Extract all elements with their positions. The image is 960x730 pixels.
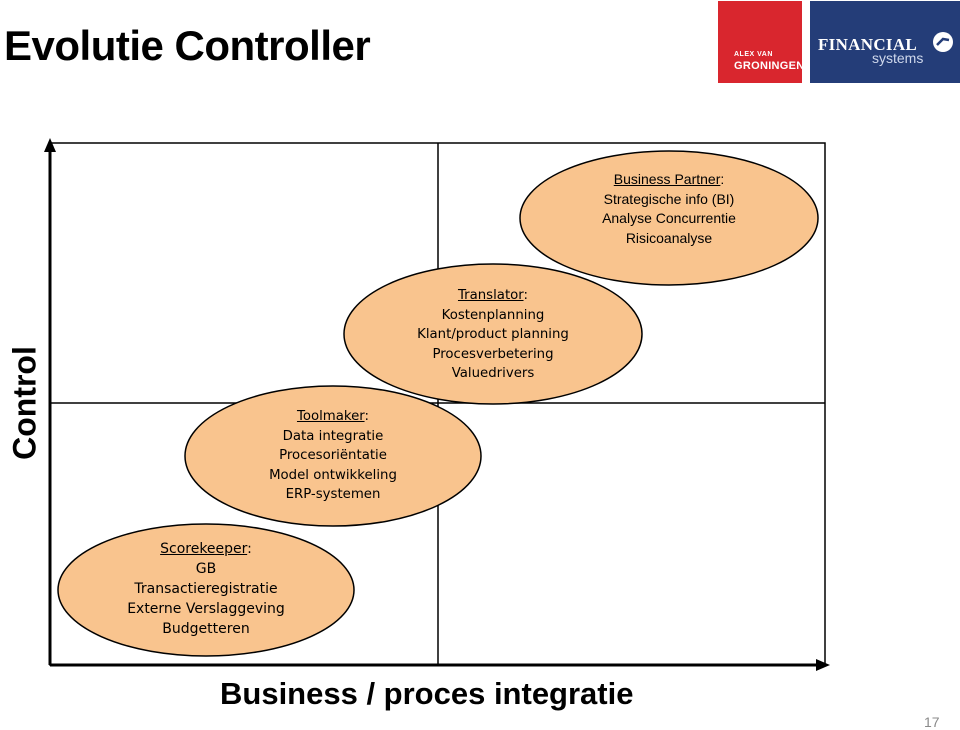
y-axis-label: Control xyxy=(6,346,43,460)
toolmaker-ellipse xyxy=(184,385,482,527)
page-title: Evolutie Controller xyxy=(4,22,371,69)
role-item: ERP-systemen xyxy=(285,487,381,502)
role-name: Business Partner xyxy=(613,171,721,187)
role-item: Budgetteren xyxy=(162,621,250,637)
x-axis-label: Business / proces integratie xyxy=(220,676,634,711)
role-heading: Toolmaker: xyxy=(296,409,370,424)
financial-systems-logo: FINANCIAL systems xyxy=(810,1,960,83)
role-item: GB xyxy=(195,561,217,577)
x-axis-arrowhead xyxy=(816,659,830,671)
translator-ellipse xyxy=(343,263,643,405)
alex-van-groningen-logo: ALEX VAN GRONINGEN xyxy=(718,1,805,83)
scorekeeper-ellipse xyxy=(57,523,355,657)
page-number: 17 xyxy=(924,714,940,730)
role-item: Valuedrivers xyxy=(451,366,535,381)
role-item: Procesoriëntatie xyxy=(279,448,387,463)
swoosh-icon xyxy=(933,32,953,52)
role-heading: Translator: xyxy=(457,288,529,303)
role-heading: Scorekeeper: xyxy=(160,541,252,557)
role-item: Transactieregistratie xyxy=(134,581,278,597)
role-item: Klant/product planning xyxy=(417,327,569,342)
y-axis-arrowhead xyxy=(44,138,56,152)
logo-text-line2: GRONINGEN xyxy=(734,60,805,72)
role-name: Translator xyxy=(457,288,524,303)
role-item: Data integratie xyxy=(282,428,384,444)
translator-text: Translator: Kostenplanning Klant/product… xyxy=(383,286,603,384)
role-item: Strategische info (BI) xyxy=(603,190,735,207)
toolmaker-text: Toolmaker: Data integratie Procesoriënta… xyxy=(223,407,443,505)
role-item: Kostenplanning xyxy=(441,307,545,323)
role-item: Model ontwikkeling xyxy=(269,467,397,483)
role-heading: Business Partner: xyxy=(613,171,725,187)
role-name: Toolmaker xyxy=(296,409,365,424)
role-item: Analyse Concurrentie xyxy=(602,210,736,226)
business-partner-text: Business Partner: Strategische info (BI)… xyxy=(569,170,769,248)
logo-text-financial: FINANCIAL xyxy=(818,35,918,54)
logo-text-systems: systems xyxy=(872,50,924,66)
role-item: Externe Verslaggeving xyxy=(127,601,285,617)
logo-text-line1: ALEX VAN xyxy=(734,51,773,58)
role-name: Scorekeeper xyxy=(160,541,248,557)
business-partner-ellipse xyxy=(519,150,819,286)
role-item: Procesverbetering xyxy=(432,346,554,362)
role-item: Risicoanalyse xyxy=(625,229,713,246)
scorekeeper-text: Scorekeeper: GB Transactieregistratie Ex… xyxy=(86,539,326,639)
